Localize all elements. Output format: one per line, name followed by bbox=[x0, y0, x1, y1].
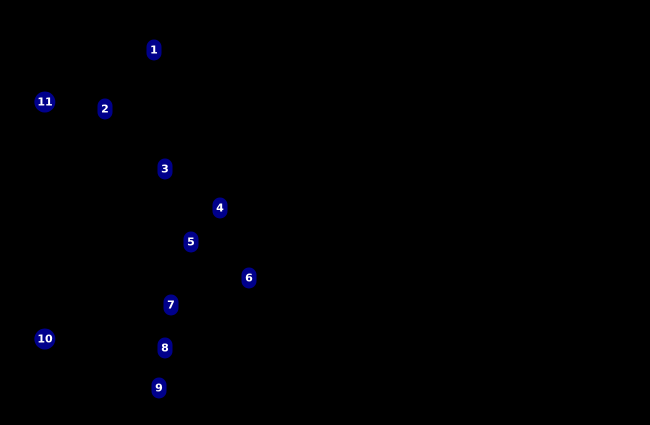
marker-9[interactable]: 9 bbox=[151, 377, 167, 399]
marker-6[interactable]: 6 bbox=[241, 267, 257, 289]
marker-4[interactable]: 4 bbox=[212, 197, 228, 219]
marker-1[interactable]: 1 bbox=[146, 39, 162, 61]
marker-5[interactable]: 5 bbox=[183, 231, 199, 253]
marker-2[interactable]: 2 bbox=[97, 98, 113, 120]
marker-3[interactable]: 3 bbox=[157, 158, 173, 180]
marker-8[interactable]: 8 bbox=[157, 337, 173, 359]
marker-7[interactable]: 7 bbox=[163, 294, 179, 316]
marker-11[interactable]: 11 bbox=[34, 91, 56, 113]
marker-10[interactable]: 10 bbox=[34, 328, 56, 350]
